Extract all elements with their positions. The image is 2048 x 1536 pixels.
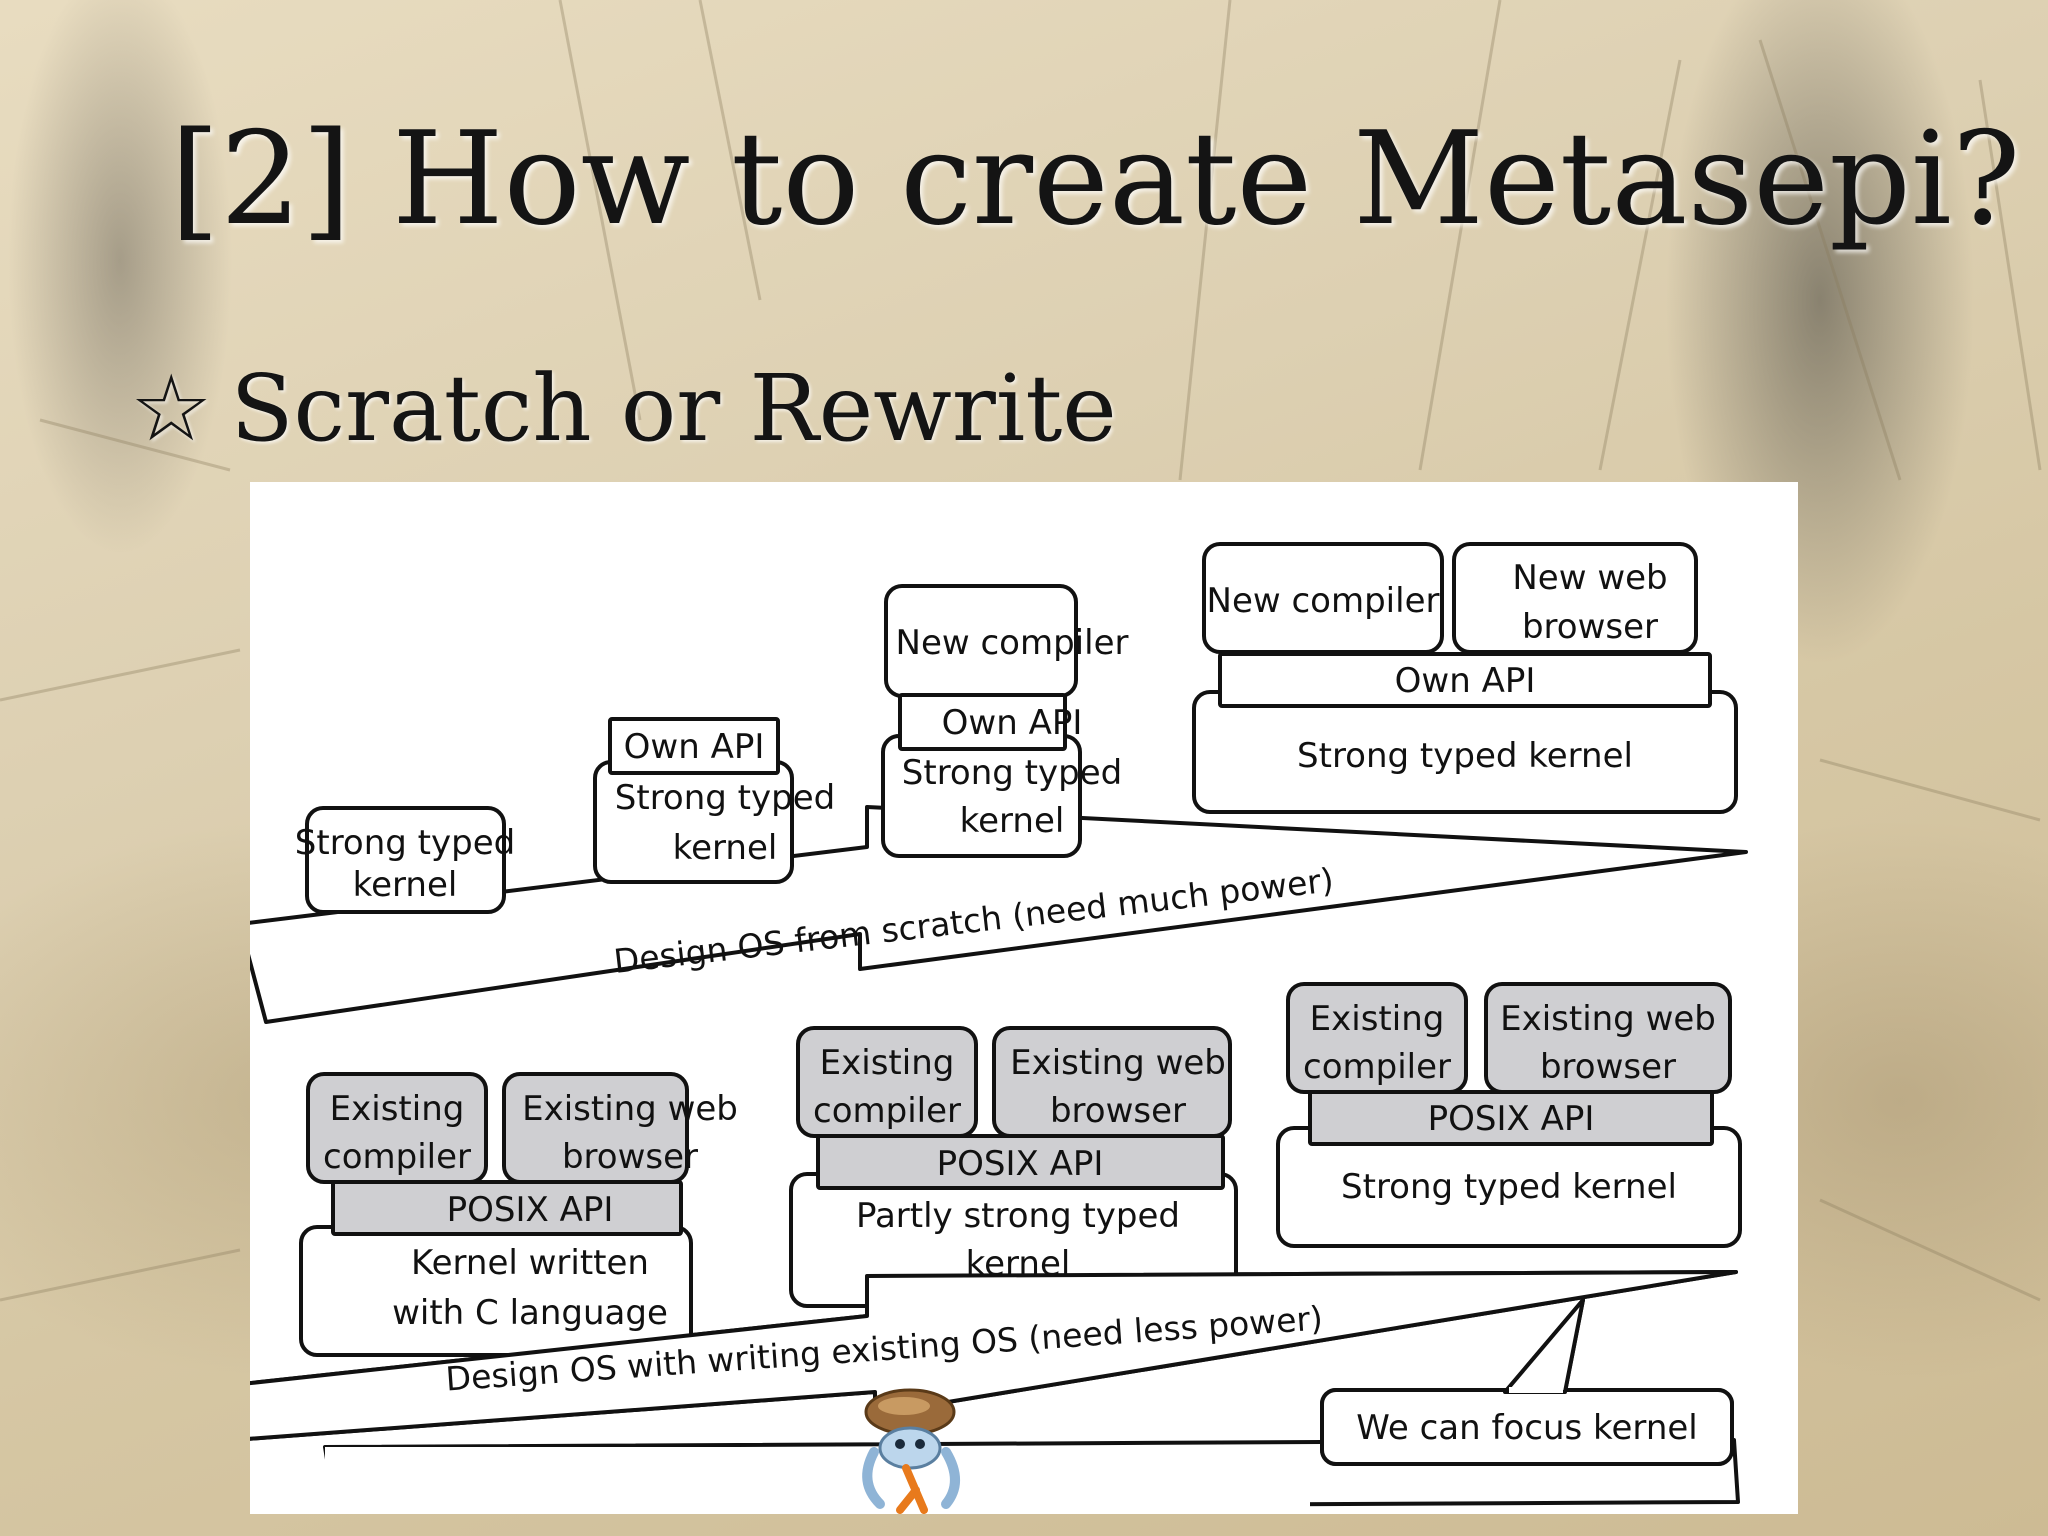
bullet-text: Scratch or Rewrite (230, 355, 1117, 462)
rewrite-s2-kernel-line2: kernel (966, 1244, 1071, 1284)
scratch-s3-kernel-line2: kernel (960, 801, 1065, 841)
scratch-s2-kernel-line2: kernel (673, 828, 778, 868)
scratch-s4-kernel-label: Strong typed kernel (1297, 736, 1633, 776)
scratch-s3-api-label: Own API (942, 703, 1083, 743)
scratch-arrow (250, 805, 1748, 1024)
rewrite-s3-app1-line1: Existing (1310, 999, 1445, 1039)
scratch-s1-kernel-box (305, 806, 506, 914)
scratch-s2-kernel-line1: Strong typed (615, 778, 835, 818)
bullet-line: ☆Scratch or Rewrite (130, 355, 1230, 462)
scratch-s2-api-box (608, 717, 780, 775)
rewrite-s3-api-label: POSIX API (1428, 1099, 1595, 1139)
rewrite-s1-kernel-line2: with C language (392, 1293, 668, 1333)
scratch-s1-kernel-line2: kernel (353, 865, 458, 905)
os-design-diagram: Design OS from scratch (need much power)… (250, 482, 1798, 1514)
scratch-s4-api-label: Own API (1395, 661, 1536, 701)
rewrite-s1-app2-line1: Existing web (522, 1089, 738, 1129)
rewrite-s1-app1-line1: Existing (330, 1089, 465, 1129)
rewrite-s1-api-box (331, 1180, 683, 1236)
rewrite-s2-api-box (816, 1134, 1225, 1190)
rewrite-s2-app2-line1: Existing web (1010, 1043, 1226, 1083)
scratch-s4-app1-label: New compiler (1207, 581, 1440, 621)
scratch-s4-api-box (1218, 652, 1712, 708)
scratch-s1-kernel-line1: Strong typed (295, 823, 515, 863)
rewrite-s3-app1-line2: compiler (1303, 1047, 1451, 1087)
scratch-s3-app-label: New compiler (896, 623, 1129, 663)
scratch-s4-app2-line1: New web (1512, 558, 1667, 598)
scratch-s3-kernel-line1: Strong typed (902, 753, 1122, 793)
rewrite-s1-app1-line2: compiler (323, 1137, 471, 1177)
rewrite-s2-api-label: POSIX API (937, 1144, 1104, 1184)
focus-callout-label: We can focus kernel (1356, 1408, 1697, 1448)
rewrite-s2-app1-line2: compiler (813, 1091, 961, 1131)
haskell-squid-mascot-icon (862, 1388, 960, 1514)
rewrite-s1-kernel-line1: Kernel written (411, 1243, 649, 1283)
rewrite-s1-api-label: POSIX API (447, 1190, 614, 1230)
star-outline-icon: ☆ (130, 355, 213, 462)
scratch-s3-api-box (898, 693, 1067, 751)
scratch-s4-app2-line2: browser (1522, 607, 1658, 647)
slide-title: [2] How to create Metasepi? (170, 105, 2021, 254)
scratch-s2-api-label: Own API (624, 727, 765, 767)
rewrite-s3-app2-line2: browser (1540, 1047, 1676, 1087)
rewrite-s3-kernel-label: Strong typed kernel (1341, 1167, 1677, 1207)
rewrite-s1-app2-line2: browser (562, 1137, 698, 1177)
rewrite-s3-api-box (1308, 1090, 1714, 1146)
rewrite-s3-app2-line1: Existing web (1500, 999, 1716, 1039)
rewrite-s2-app2-line2: browser (1050, 1091, 1186, 1131)
rewrite-s2-kernel-line1: Partly strong typed (856, 1196, 1180, 1236)
rewrite-s2-app1-line1: Existing (820, 1043, 955, 1083)
